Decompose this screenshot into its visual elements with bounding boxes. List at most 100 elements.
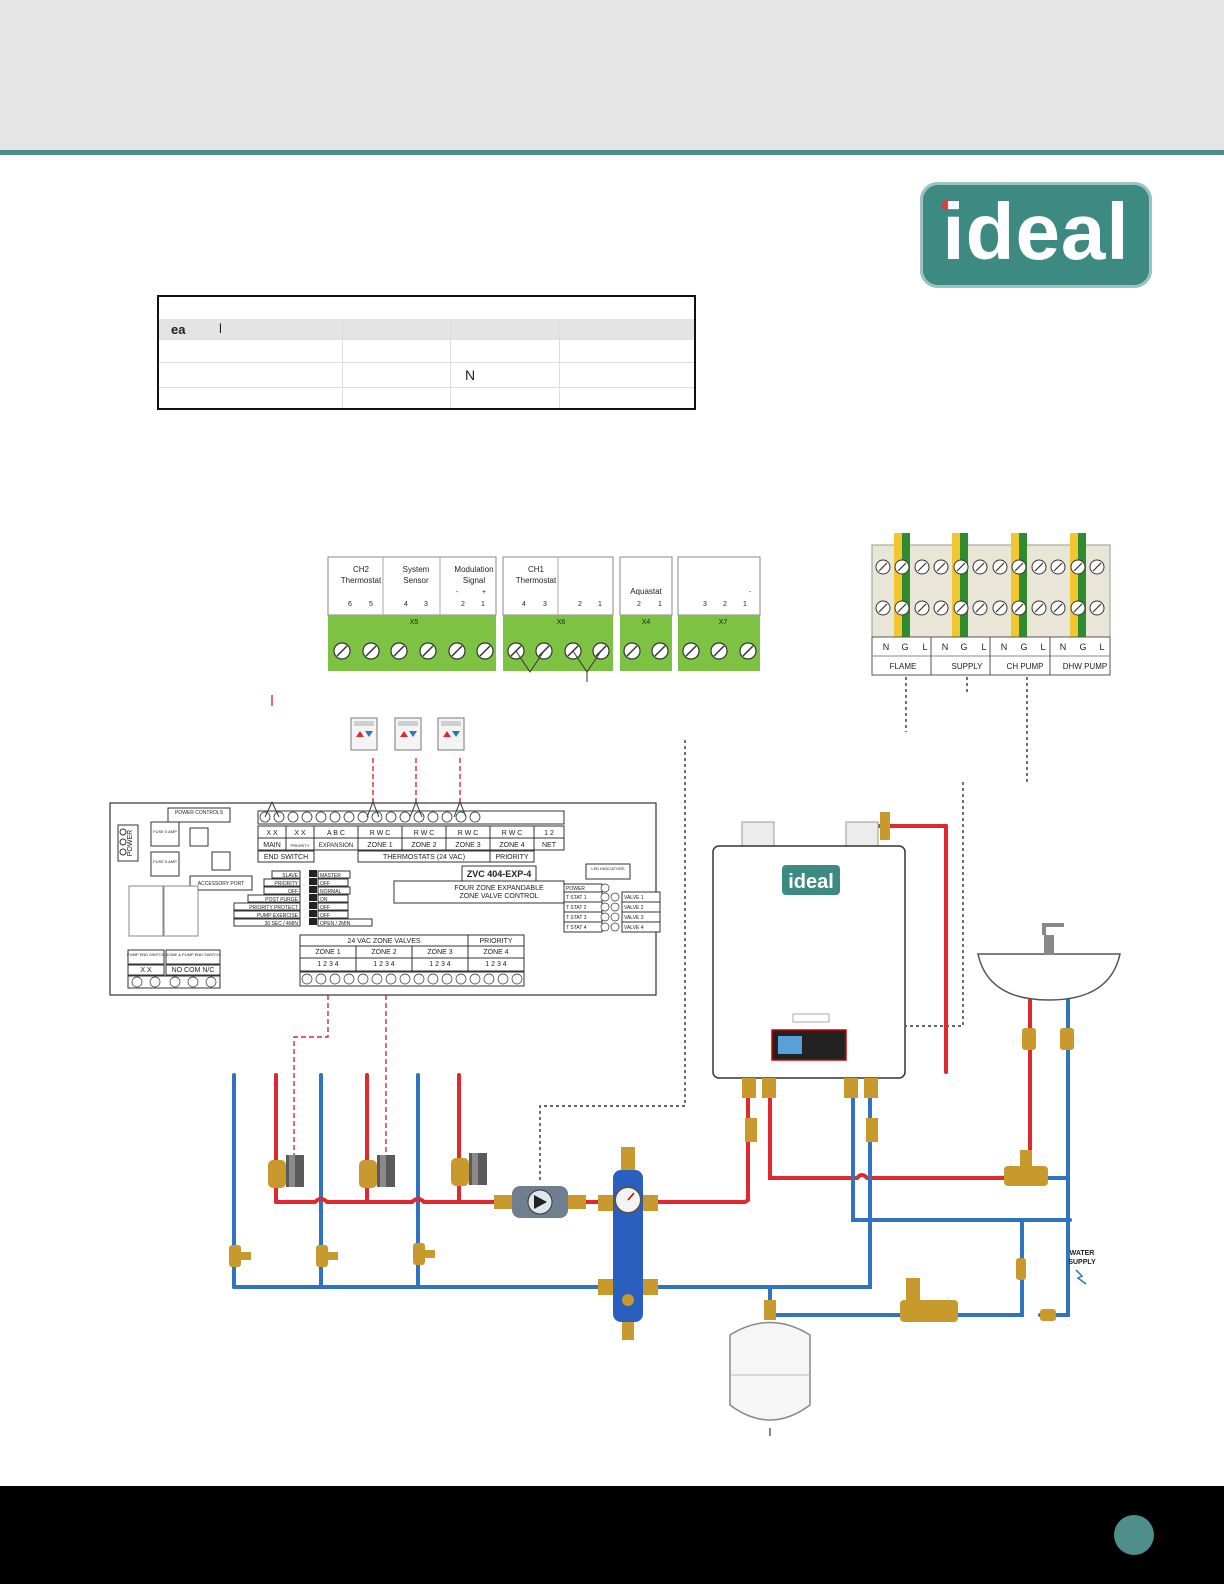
valve-pins: 1 2 3 4 xyxy=(317,961,339,968)
power-controls-label: POWER CONTROLS xyxy=(175,810,224,816)
table-col-divider xyxy=(450,319,451,408)
dip-right: OPEN / 2MIN xyxy=(320,921,351,927)
term-zone3: R W C xyxy=(458,830,479,837)
power-letter: N xyxy=(1001,642,1008,652)
x6-pin: 1 xyxy=(598,601,602,608)
valve-zone: ZONE 2 xyxy=(371,949,396,956)
term-main: X X xyxy=(266,830,278,837)
dip-right: NORMAL xyxy=(320,889,342,895)
water-supply-label-2: SUPPLY xyxy=(1068,1259,1096,1266)
tstat-label: T STAT 2 xyxy=(566,905,587,911)
power-group-ch-pump: CH PUMP xyxy=(1007,662,1044,671)
zone-valve xyxy=(268,1155,304,1188)
control-wiring xyxy=(271,677,1028,1182)
x5-label-2b: Sensor xyxy=(403,576,429,585)
table-col-divider xyxy=(342,319,343,408)
dip-left: OFF xyxy=(288,889,298,895)
circulator-pump xyxy=(494,1186,586,1218)
tstat-label: T STAT 3 xyxy=(566,915,587,921)
power-letter: G xyxy=(960,642,967,652)
power-letter: L xyxy=(922,642,927,652)
tstat-indicators: T STAT 1 T STAT 2 T STAT 3 T STAT 4 VALV… xyxy=(563,883,661,933)
pump-nc: NO COM N/C xyxy=(172,967,215,974)
valve-pins: 1 2 3 4 xyxy=(485,961,507,968)
zone-valves xyxy=(268,1153,487,1188)
x5-pin: 4 xyxy=(404,601,408,608)
power-group-flame: FLAME xyxy=(890,662,917,671)
logo-text: ideal xyxy=(942,187,1130,276)
x7-block-name: X7 xyxy=(719,619,728,626)
table-row xyxy=(159,363,694,388)
supply-valves xyxy=(900,1258,1056,1322)
boiler-unit: ideal xyxy=(712,812,906,1142)
dip-switches: SLAVE PRIORITY OFF POST PURGE PRIORITY P… xyxy=(233,870,373,927)
term-zone4: R W C xyxy=(502,830,523,837)
ideal-logo: ideal xyxy=(920,182,1152,288)
sink xyxy=(977,923,1121,1050)
header-rule xyxy=(0,150,1224,155)
water-supply-arrow-icon xyxy=(1075,1269,1087,1285)
power-letter: G xyxy=(901,642,908,652)
balancing-valves xyxy=(229,1243,435,1267)
x5-pin: 2 xyxy=(461,601,465,608)
dip-left: PRIORITY PROTECT xyxy=(249,905,298,911)
x7-pin: 2 xyxy=(723,601,727,608)
term-zone2: R W C xyxy=(414,830,435,837)
expansion-tank xyxy=(729,1300,811,1436)
page-footer xyxy=(0,1486,1224,1584)
terminal-x7: - 3 2 1 X7 xyxy=(677,556,761,671)
name-net: NET xyxy=(542,842,557,849)
power-letter: N xyxy=(883,642,890,652)
x7-pin: 3 xyxy=(703,601,707,608)
x4-label: Aquastat xyxy=(630,587,662,596)
zone-valve xyxy=(451,1153,487,1186)
name-priority: PRIORITY xyxy=(291,843,310,848)
pump-switch-label: PUMP END SWITCH xyxy=(127,952,165,957)
thermostat-icon xyxy=(437,717,465,751)
power-letter: L xyxy=(981,642,986,652)
power-letter: L xyxy=(1099,642,1104,652)
fuse-label-2: FUSE 5 AMP xyxy=(153,859,177,864)
x5-polarity-plus: + xyxy=(482,589,486,596)
tstat-label: T STAT 1 xyxy=(566,895,587,901)
name-zone4: ZONE 4 xyxy=(499,842,524,849)
water-supply-label-1: WATER xyxy=(1070,1250,1095,1257)
name-zone3: ZONE 3 xyxy=(455,842,480,849)
x5-block-name: X5 xyxy=(410,619,419,626)
dip-right: ON xyxy=(320,897,328,903)
page-header xyxy=(0,0,1224,150)
zone-valve xyxy=(359,1155,395,1188)
thermostat-icons xyxy=(350,717,465,751)
term-expansion: A B C xyxy=(327,830,345,837)
accessory-port-label: ACCESSORY PORT xyxy=(198,881,244,887)
valve-label: VALVE 3 xyxy=(624,915,644,921)
power-side-label: POWER xyxy=(127,830,134,856)
valve-zone: ZONE 1 xyxy=(315,949,340,956)
dip-left: PUMP EXERCISE xyxy=(257,913,299,919)
dip-right: OFF xyxy=(320,913,330,919)
panel-model: ZVC 404-EXP-4 xyxy=(467,869,532,879)
x5-label-3a: Modulation xyxy=(454,565,493,574)
table-header-mark: l xyxy=(219,321,222,336)
valve-pins: 1 2 3 4 xyxy=(373,961,395,968)
fuse-label-1: FUSE 5 AMP xyxy=(153,829,177,834)
dip-right: MASTER xyxy=(320,873,341,879)
term-priority: X X xyxy=(294,830,306,837)
power-led-label: POWER xyxy=(566,886,585,892)
table-header-cell: ea xyxy=(171,322,186,337)
power-letter: L xyxy=(1040,642,1045,652)
table-row xyxy=(159,319,694,340)
spec-table: ea l N xyxy=(157,295,696,410)
panel-subtitle-2: ZONE VALVE CONTROL xyxy=(459,893,538,900)
x5-label-1a: CH2 xyxy=(353,565,370,574)
valve-zone: ZONE 3 xyxy=(427,949,452,956)
valve-pins: 1 2 3 4 xyxy=(429,961,451,968)
valve-label: VALVE 1 xyxy=(624,895,644,901)
table-col-divider xyxy=(559,319,560,408)
name-zone2: ZONE 2 xyxy=(411,842,436,849)
tstat-label: T STAT 4 xyxy=(566,925,587,931)
dip-left: PRIORITY xyxy=(274,881,298,887)
valve-label: VALVE 2 xyxy=(624,905,644,911)
x6-block-name: X6 xyxy=(557,619,566,626)
